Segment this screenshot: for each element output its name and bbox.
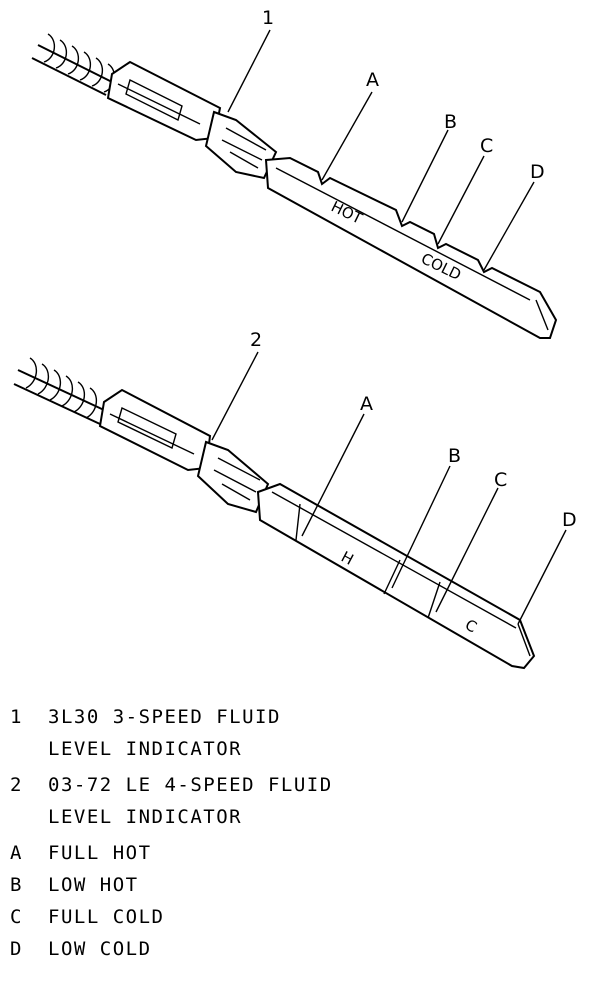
handle-top [106,60,278,180]
legend-key: B [10,874,23,896]
leader-d-bottom [517,529,567,625]
legend-key: 1 [10,706,23,728]
leader-d-top [483,181,535,271]
callout-d-top: D [530,161,545,183]
handle-bottom [98,388,270,514]
callout-d-bottom: D [562,509,577,531]
leader-c-bottom [435,487,499,613]
callout-c-bottom: C [494,469,507,491]
legend-text: LOW COLD [48,938,152,960]
callout-c-top: C [480,135,493,157]
legend-text: FULL COLD [48,906,165,928]
blade-bottom: H C [256,482,536,670]
legend-key: 2 [10,774,23,796]
legend-text: LEVEL INDICATOR [48,738,243,760]
dipstick-diagram: HOT COLD 1 A B C D [13,7,577,670]
blade-top: HOT COLD [264,156,558,339]
callout-1: 1 [262,7,274,29]
leader-2 [211,351,259,441]
leader-1 [227,29,271,113]
dipstick-03-72le: H C 2 A B C D [13,329,577,670]
coiled-tube-bottom [13,357,105,425]
legend-text: 03-72 LE 4-SPEED FLUID [48,774,333,796]
legend-key: C [10,906,23,928]
legend-text: FULL HOT [48,842,152,864]
coiled-tube-top [31,33,115,96]
legend-text: LOW HOT [48,874,139,896]
callout-b-bottom: B [448,445,461,467]
leader-a-top [321,91,373,181]
callout-a-top: A [366,69,379,91]
dipstick-3l30: HOT COLD 1 A B C D [31,7,558,339]
callout-2: 2 [250,329,262,351]
legend-key: A [10,842,23,864]
callout-a-bottom: A [360,393,373,415]
leader-b-top [401,129,449,223]
legend-key: D [10,938,23,960]
legend-text: LEVEL INDICATOR [48,806,243,828]
leader-a-bottom [301,413,365,537]
legend-text: 3L30 3-SPEED FLUID [48,706,281,728]
leader-c-top [437,155,485,245]
leader-b-bottom [391,465,451,589]
callout-b-top: B [444,111,457,133]
